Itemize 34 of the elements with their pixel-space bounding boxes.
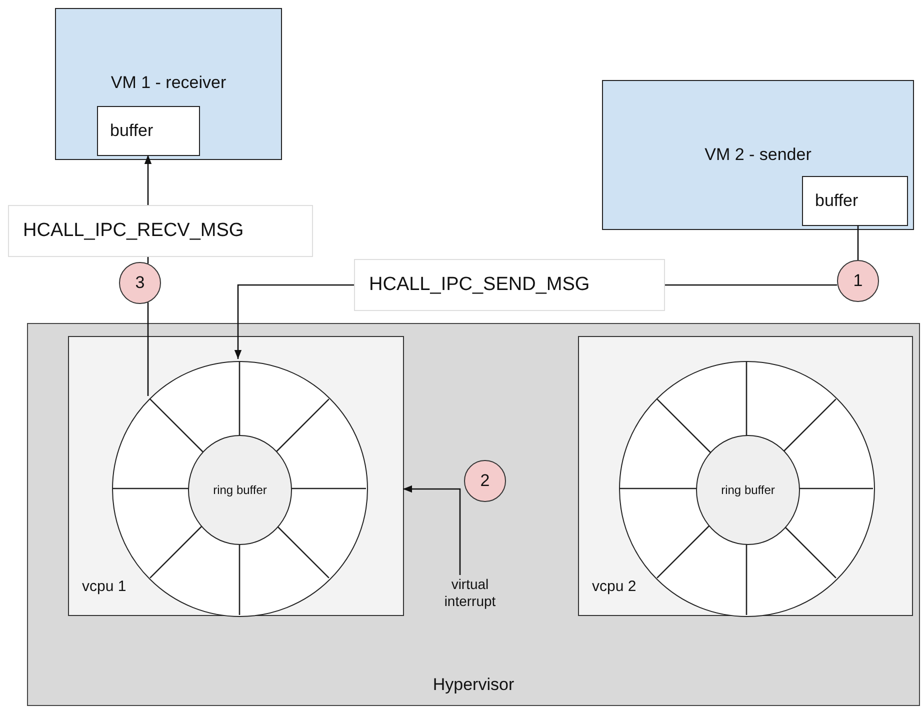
vcpu-label: vcpu 1 (82, 578, 126, 595)
vcpu-label: vcpu 2 (592, 578, 636, 595)
hypervisor-label: Hypervisor (432, 675, 514, 695)
step-number: 3 (135, 273, 145, 293)
connector-line (147, 257, 149, 264)
step-number: 2 (480, 471, 490, 491)
call-label-box (354, 259, 665, 311)
ring-buffer-label: ring buffer (213, 483, 267, 497)
buffer-box (802, 176, 908, 226)
vcpu-panel (68, 336, 404, 616)
vm-title: VM 2 - sender (704, 145, 812, 165)
annotation-text: virtual interrupt (443, 576, 497, 610)
arrow (403, 485, 461, 575)
connector-line (857, 225, 859, 260)
arrow (144, 155, 152, 205)
step-number: 1 (853, 271, 863, 291)
vcpu-panel (578, 336, 913, 616)
buffer-box (97, 106, 200, 156)
vm-title: VM 1 - receiver (110, 73, 226, 93)
hypervisor-panel (27, 323, 920, 706)
call-name: HCALL_IPC_SEND_MSG (369, 274, 590, 296)
call-name: HCALL_IPC_RECV_MSG (23, 220, 244, 242)
buffer-label: buffer (110, 121, 154, 141)
vm-box (602, 80, 914, 230)
ring-buffer-label: ring buffer (721, 483, 775, 497)
step-number-circle (837, 260, 879, 302)
vm-box (55, 8, 282, 160)
step-number-circle (464, 460, 506, 502)
connector-line (665, 284, 837, 286)
step-number-circle (119, 262, 161, 304)
connector-line (147, 302, 149, 396)
arrow (234, 284, 354, 359)
call-label-box (8, 205, 313, 257)
buffer-label: buffer (815, 191, 858, 211)
